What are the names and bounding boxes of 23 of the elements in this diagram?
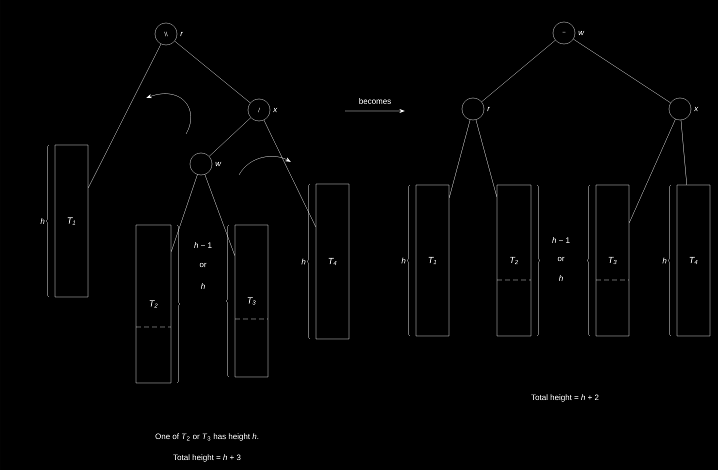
tree-edge — [449, 120, 470, 198]
subtree-box: T$_{2}$ — [496, 184, 532, 336]
tree-edge — [88, 44, 162, 188]
tree-edge — [573, 38, 671, 104]
tree-node — [190, 152, 212, 176]
subtree-box: T$_{4}$ — [676, 184, 710, 336]
tree-edge — [204, 174, 235, 256]
tree-edge — [209, 117, 251, 157]
subtree-box: T$_{1}$ — [54, 144, 88, 298]
tree-edge — [476, 120, 497, 198]
tree-edge — [481, 40, 556, 102]
tree-edge — [174, 40, 251, 104]
subtree-box: T$_{1}$ — [416, 184, 450, 336]
tree-node — [462, 98, 484, 120]
tree-edge — [264, 120, 316, 228]
tree-edge — [629, 119, 676, 224]
subtree-box: T$_{2}$ — [136, 224, 172, 384]
tree-node — [668, 98, 692, 120]
tree-edge — [171, 174, 198, 252]
subtree-box: T$_{3}$ — [596, 184, 630, 336]
subtree-box: T$_{3}$ — [234, 224, 268, 378]
subtree-box: T$_{4}$ — [316, 184, 350, 340]
tree-edge — [680, 120, 687, 185]
